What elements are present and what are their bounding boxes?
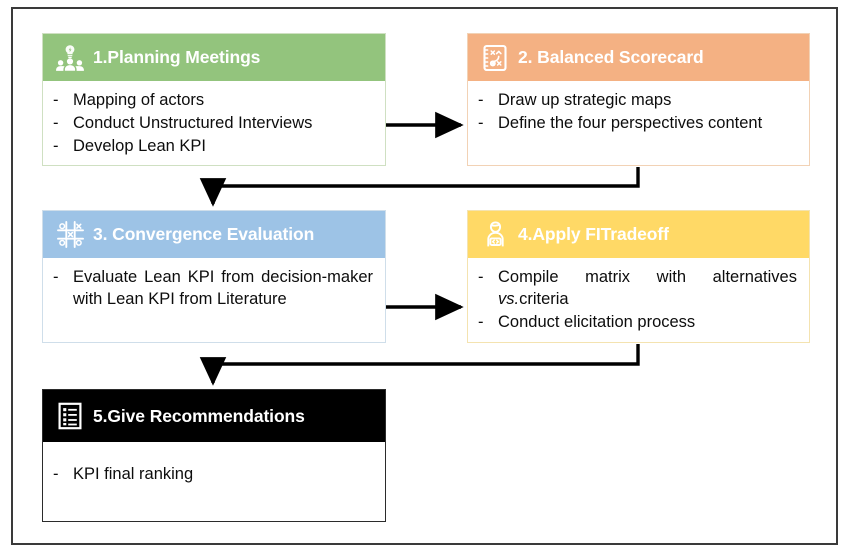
- step-box-5-give-recommendations[interactable]: 5.Give Recommendations - KPI final ranki…: [42, 389, 386, 522]
- analyst-laptop-icon: [478, 218, 512, 252]
- bullet-dash: -: [53, 465, 59, 483]
- step-4-header: 4.Apply FITradeoff: [468, 211, 809, 258]
- bullet-dash: -: [478, 268, 484, 286]
- step-1-body: - Mapping of actors - Conduct Unstructur…: [43, 81, 385, 167]
- step-4-bullet-2: - Conduct elicitation process: [478, 312, 797, 334]
- step-2-header: 2. Balanced Scorecard: [468, 34, 809, 81]
- bullet-dash: -: [53, 113, 59, 132]
- step-4-body: - Compile matrix with alternatives vs.cr…: [468, 258, 809, 343]
- step-2-title: 2. Balanced Scorecard: [518, 47, 704, 67]
- step-5-bullet-1: - KPI final ranking: [53, 464, 373, 486]
- bullet-text: Develop Lean KPI: [73, 136, 207, 155]
- step-box-2-balanced-scorecard[interactable]: 2. Balanced Scorecard - Draw up strategi…: [467, 33, 810, 166]
- bullet-dash: -: [478, 91, 484, 109]
- bullet-text: Draw up strategic maps: [498, 91, 672, 109]
- bullet-dash: -: [478, 113, 484, 132]
- strategy-playbook-icon: [478, 41, 512, 75]
- step-5-header: 5.Give Recommendations: [43, 390, 385, 442]
- step-box-1-planning-meetings[interactable]: 1.Planning Meetings - Mapping of actors …: [42, 33, 386, 166]
- bullet-dash: -: [53, 136, 59, 155]
- checklist-document-icon: [53, 399, 87, 433]
- bullet-text-italic: vs.: [498, 289, 520, 308]
- step-1-bullet-1: - Mapping of actors: [53, 90, 373, 112]
- bullet-dash: -: [53, 268, 59, 286]
- tic-tac-toe-grid-icon: [53, 218, 87, 252]
- bullet-dash: -: [478, 312, 484, 331]
- bullet-text: Conduct Unstructured Interviews: [73, 113, 313, 132]
- bullet-text: Mapping of actors: [73, 91, 205, 109]
- step-5-title: 5.Give Recommendations: [93, 405, 305, 426]
- step-1-bullet-2: - Conduct Unstructured Interviews: [53, 113, 373, 135]
- step-box-4-apply-fitradeoff[interactable]: 4.Apply FITradeoff - Compile matrix with…: [467, 210, 810, 343]
- step-1-title: 1.Planning Meetings: [93, 47, 261, 67]
- step-2-body: - Draw up strategic maps - Define the fo…: [468, 81, 809, 165]
- step-2-bullet-1: - Draw up strategic maps: [478, 90, 797, 112]
- step-4-title: 4.Apply FITradeoff: [518, 224, 669, 244]
- bullet-text: Define the four perspectives content: [498, 113, 763, 132]
- bullet-dash: -: [53, 91, 59, 109]
- step-1-bullet-3: - Develop Lean KPI: [53, 136, 373, 158]
- step-1-header: 1.Planning Meetings: [43, 34, 385, 81]
- step-4-bullet-1: - Compile matrix with alternatives vs.cr…: [478, 267, 797, 311]
- bullet-text-post: criteria: [519, 289, 569, 308]
- bullet-text: KPI final ranking: [73, 465, 194, 483]
- bullet-text: Evaluate Lean KPI from decision-maker wi…: [73, 268, 373, 308]
- bullet-text: Conduct elicitation process: [498, 312, 696, 331]
- step-5-body: - KPI final ranking: [43, 442, 385, 521]
- bullet-text: Compile matrix with alternatives vs.crit…: [498, 267, 797, 311]
- bullet-text-pre: Compile matrix with alternatives: [498, 268, 797, 286]
- step-3-title: 3. Convergence Evaluation: [93, 224, 315, 244]
- step-3-header: 3. Convergence Evaluation: [43, 211, 385, 258]
- step-3-bullet-1: - Evaluate Lean KPI from decision-maker …: [53, 267, 373, 311]
- people-lightbulb-icon: [53, 41, 87, 75]
- step-box-3-convergence-evaluation[interactable]: 3. Convergence Evaluation - Evaluate Lea…: [42, 210, 386, 343]
- step-3-body: - Evaluate Lean KPI from decision-maker …: [43, 258, 385, 342]
- step-2-bullet-2: - Define the four perspectives content: [478, 113, 797, 135]
